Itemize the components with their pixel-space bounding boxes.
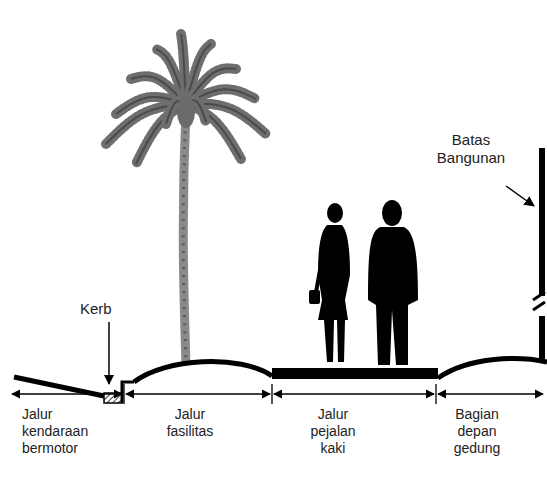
man-silhouette xyxy=(368,200,418,365)
zone-label: Jalur kendaraan bermotor xyxy=(22,406,110,456)
callout-label: Batas Bangunan xyxy=(425,131,517,167)
building-leader xyxy=(506,186,534,206)
zone-label: Jalur fasilitas xyxy=(150,406,230,440)
dimension-lines xyxy=(12,384,543,404)
palm-tree xyxy=(106,34,266,365)
kerb-step xyxy=(122,382,134,403)
sidewalk xyxy=(272,368,438,379)
facility-mound xyxy=(134,362,272,382)
zone-label: Bagian depan gedung xyxy=(442,406,512,456)
zone-label: Jalur pejalan kaki xyxy=(298,406,368,456)
building-line xyxy=(533,148,545,362)
woman-silhouette xyxy=(309,203,350,362)
front-mound xyxy=(438,359,547,378)
callout-label: Kerb xyxy=(80,300,130,318)
road-surface xyxy=(14,377,104,396)
kerb-leader xyxy=(108,322,110,384)
